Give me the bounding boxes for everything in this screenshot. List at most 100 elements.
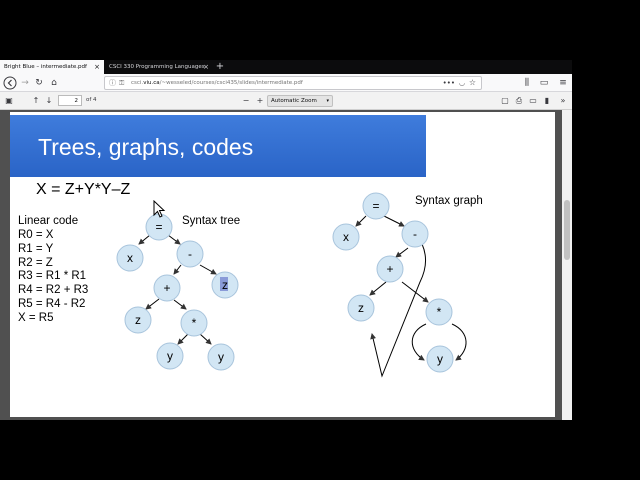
- linear-code-list: R0 = X R1 = Y R2 = Z R3 = R1 * R1 R4 = R…: [18, 229, 88, 326]
- home-icon[interactable]: ⌂: [51, 78, 57, 88]
- tree-edge: [145, 298, 160, 310]
- tree-node: *: [180, 309, 208, 337]
- graph-edges: [355, 215, 467, 378]
- close-icon[interactable]: ×: [203, 63, 209, 71]
- close-icon[interactable]: ×: [94, 63, 100, 71]
- tree-edge: [173, 299, 187, 310]
- graph-edge: [383, 215, 405, 227]
- svg-text:-: -: [413, 227, 417, 241]
- svg-text:y: y: [437, 352, 443, 366]
- browser-window: Bright Blue – intermediate.pdf × CSCI 33…: [0, 60, 572, 420]
- tree-edge: [199, 333, 212, 345]
- lock-icon: ⚿: [119, 79, 125, 87]
- tree-node: +: [153, 274, 181, 302]
- tree-edge: [138, 234, 151, 245]
- graph-node: *: [425, 298, 453, 326]
- tab-label: Bright Blue – intermediate.pdf: [4, 64, 87, 70]
- code-line: R0 = X: [18, 229, 54, 241]
- svg-text:y: y: [167, 349, 173, 363]
- library-icon[interactable]: ⫼: [524, 78, 530, 88]
- page-actions-icon[interactable]: •••: [442, 79, 455, 87]
- tree-node: z: [124, 306, 152, 334]
- code-line: R5 = R4 - R2: [18, 297, 86, 310]
- pocket-icon[interactable]: ◡: [458, 79, 465, 87]
- svg-text:z: z: [358, 301, 364, 315]
- print-icon[interactable]: ⎙: [515, 96, 523, 105]
- equation: X = Z+Y*Y–Z: [36, 181, 131, 198]
- page-number-input[interactable]: 2: [58, 95, 82, 106]
- svg-text:z: z: [135, 313, 141, 327]
- pdf-viewer: Trees, graphs, codes X = Z+Y*Y–Z Linear …: [0, 110, 572, 420]
- diagram-canvas: = x - + z z * y y = x - + z *: [116, 192, 467, 378]
- graph-edge: [369, 281, 387, 296]
- tree-node: y: [207, 343, 235, 371]
- reload-icon[interactable]: ↻: [35, 78, 43, 88]
- zoom-out-icon[interactable]: −: [242, 96, 250, 105]
- code-line: R4 = R2 + R3: [18, 284, 89, 297]
- svg-text:*: *: [192, 316, 197, 330]
- svg-text:x: x: [343, 230, 349, 244]
- back-icon[interactable]: [3, 76, 17, 90]
- tree-node: z: [211, 271, 239, 299]
- tree-node: x: [116, 244, 144, 272]
- next-page-icon[interactable]: ↓: [45, 96, 53, 105]
- slide-title: Trees, graphs, codes: [38, 134, 254, 160]
- sidebar-toggle-icon[interactable]: ▣: [5, 96, 13, 105]
- svg-text:*: *: [437, 305, 442, 319]
- tab-csci330[interactable]: CSCI 330 Programming Languages ×: [105, 60, 213, 74]
- svg-text:x: x: [127, 251, 133, 265]
- pdf-toolbar: ▣ ↑ ↓ 2 of 4 − + Automatic Zoom▾ ▢ ⎙ ▭ ▮…: [0, 92, 572, 110]
- code-line: R3 = R1 * R1: [18, 270, 87, 283]
- svg-text:=: =: [372, 199, 379, 213]
- forward-icon[interactable]: →: [21, 78, 29, 88]
- nav-bar: → ↻ ⌂ ⓘ ⚿ csci.viu.ca/~wesseled/courses/…: [0, 74, 572, 92]
- scrollbar-thumb[interactable]: [564, 200, 570, 260]
- graph-edge: [401, 281, 429, 303]
- syntax-graph: = x - + z * y: [332, 192, 454, 373]
- tree-edge: [199, 264, 217, 275]
- tree-node: y: [156, 342, 184, 370]
- bookmark-icon[interactable]: ▮: [544, 96, 550, 105]
- tools-icon[interactable]: »: [560, 96, 566, 105]
- mouse-cursor-icon: [153, 200, 166, 218]
- menu-icon[interactable]: ≡: [559, 78, 567, 88]
- code-line: X = R5: [18, 311, 54, 324]
- new-tab-icon[interactable]: +: [215, 61, 225, 72]
- zoom-select[interactable]: Automatic Zoom▾: [267, 95, 333, 107]
- open-file-icon[interactable]: ▭: [529, 96, 537, 105]
- svg-text:z: z: [222, 278, 228, 292]
- graph-node: y: [426, 345, 454, 373]
- pdf-page: Trees, graphs, codes X = Z+Y*Y–Z Linear …: [10, 112, 555, 417]
- previous-page-icon[interactable]: ↑: [32, 96, 40, 105]
- text-selection-highlight: [220, 277, 228, 291]
- graph-edge: [355, 215, 367, 227]
- chevron-down-icon: ▾: [326, 98, 329, 104]
- syntax-tree: = x - + z z * y y: [116, 213, 239, 371]
- zoom-in-icon[interactable]: +: [256, 96, 264, 105]
- svg-text:-: -: [188, 247, 192, 261]
- page-total: of 4: [86, 97, 97, 103]
- info-icon[interactable]: ⓘ: [109, 79, 116, 87]
- sidebar-icon[interactable]: ▭: [539, 78, 549, 88]
- graph-node: +: [376, 255, 404, 283]
- scrollbar[interactable]: [562, 110, 572, 420]
- graph-node: =: [362, 192, 390, 220]
- tab-intermediate-pdf[interactable]: Bright Blue – intermediate.pdf ×: [0, 60, 104, 74]
- tab-bar: Bright Blue – intermediate.pdf × CSCI 33…: [0, 60, 572, 74]
- presentation-icon[interactable]: ▢: [501, 96, 509, 105]
- svg-text:y: y: [218, 350, 224, 364]
- code-line: R1 = Y: [18, 242, 54, 255]
- url-bar[interactable]: ⓘ ⚿ csci.viu.ca/~wesseled/courses/csci43…: [104, 76, 482, 90]
- code-line: R2 = Z: [18, 256, 53, 269]
- bookmark-star-icon[interactable]: ☆: [468, 78, 476, 87]
- tree-edge: [173, 264, 182, 275]
- graph-node: z: [347, 294, 375, 322]
- tree-edge: [167, 234, 181, 245]
- tree-edges: [138, 234, 217, 345]
- graph-node: x: [332, 223, 360, 251]
- slide-banner: Trees, graphs, codes: [10, 115, 426, 177]
- svg-text:+: +: [386, 262, 393, 276]
- tree-node: -: [176, 240, 204, 268]
- linear-code-title: Linear code: [18, 215, 79, 227]
- graph-edge: [395, 247, 409, 258]
